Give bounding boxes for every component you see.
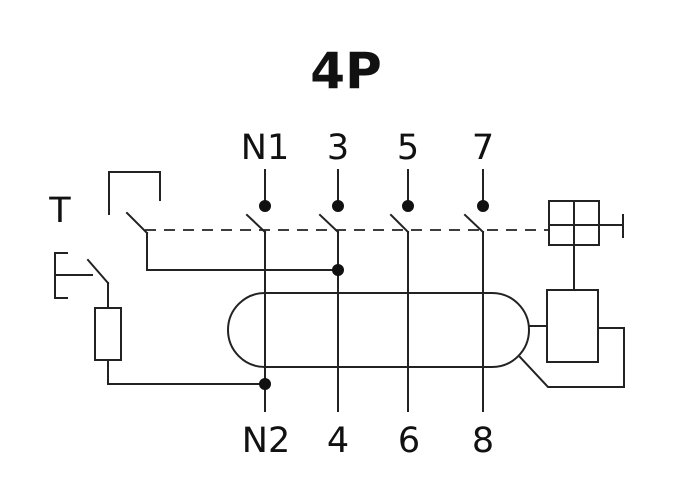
test-button-label: T <box>48 191 71 231</box>
bottom-terminal-label-4: 4 <box>327 421 349 461</box>
trip-unit <box>518 200 625 388</box>
pole-4 <box>463 169 489 412</box>
pole-2 <box>318 169 344 412</box>
top-terminal-label-5: 5 <box>397 128 419 168</box>
test-circuit <box>54 171 344 390</box>
terminal-dot-5 <box>402 200 414 212</box>
top-terminal-label-3: 3 <box>327 128 349 168</box>
top-terminal-label-n1: N1 <box>241 128 289 168</box>
top-terminal-label-7: 7 <box>472 128 494 168</box>
bottom-terminal-label-8: 8 <box>472 421 494 461</box>
pole-n <box>245 169 271 412</box>
pole-3 <box>389 169 414 412</box>
terminal-dot-3 <box>332 200 344 212</box>
terminal-dot-7 <box>477 200 489 212</box>
junction-dot-test-upper <box>332 264 344 276</box>
relay-box <box>546 289 599 363</box>
diagram-title: 4P <box>310 42 381 100</box>
junction-dot-test-lower <box>259 378 271 390</box>
bottom-terminal-label-n2: N2 <box>242 421 290 461</box>
current-transformer <box>227 292 530 368</box>
terminal-dot-n1 <box>259 200 271 212</box>
test-resistor <box>94 307 122 361</box>
bottom-terminal-label-6: 6 <box>398 421 420 461</box>
